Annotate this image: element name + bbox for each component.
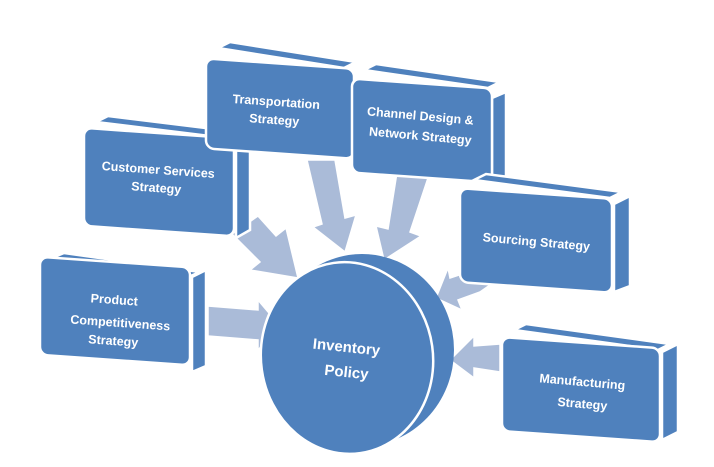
node-label-line-1: Transportation	[232, 92, 320, 112]
box-side	[660, 341, 680, 443]
node-manufacturing: Manufacturing Strategy	[500, 322, 680, 443]
node-label-line-1: Product	[90, 291, 139, 308]
arrow-transportation	[306, 159, 358, 254]
box-side	[612, 193, 632, 294]
node-product-competitiveness: Product Competitiveness Strategy	[38, 251, 208, 374]
disc-front	[259, 260, 435, 456]
box-face	[82, 127, 236, 238]
box-face	[500, 336, 662, 443]
box-top	[509, 322, 675, 352]
center-label-line-2: Policy	[324, 362, 370, 384]
node-customer-services: Customer Services Strategy	[82, 114, 252, 241]
arrow-channel-design	[374, 164, 429, 262]
box-face	[458, 187, 614, 294]
node-transportation: Transportation Strategy	[204, 40, 361, 160]
node-label-line-2: Strategy	[557, 395, 608, 413]
box-side	[490, 90, 508, 184]
box-top	[469, 172, 627, 200]
box-side	[234, 144, 252, 241]
node-channel-design: Channel Design & Network Strategy	[350, 62, 508, 184]
node-label-line-2: Competitiveness	[70, 313, 171, 334]
box-top	[359, 62, 505, 90]
node-sourcing: Sourcing Strategy	[458, 172, 632, 294]
arrow-manufacturing	[448, 334, 501, 380]
box-top	[213, 40, 361, 70]
box-face	[350, 77, 494, 184]
node-label-line-2: Strategy	[249, 111, 300, 128]
node-label-line-3: Strategy	[88, 332, 139, 349]
node-label-line-2: Strategy	[131, 179, 182, 196]
box-face	[38, 256, 192, 366]
inventory-policy-node: Inventory Policy	[259, 254, 454, 456]
box-side	[190, 267, 208, 374]
